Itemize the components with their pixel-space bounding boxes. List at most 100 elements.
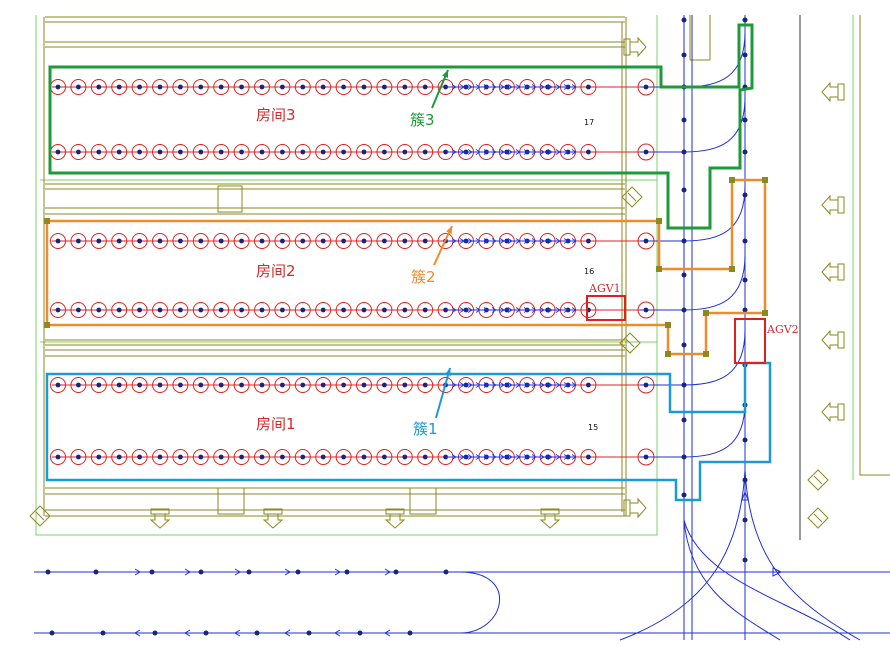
rack-node [178, 149, 183, 155]
road-node [443, 569, 449, 575]
rack-node [320, 84, 326, 90]
rack-node [198, 149, 204, 155]
corner-marker [762, 310, 768, 316]
rack-circle [70, 449, 87, 465]
corner-marker [44, 322, 50, 328]
rack-arrow [451, 84, 457, 90]
rack-circle [111, 79, 128, 95]
rack-node [137, 149, 143, 155]
door-diamond-icon [29, 505, 51, 527]
rack-circle [637, 232, 655, 250]
door-icons [29, 36, 845, 529]
rack-circle [233, 377, 250, 393]
door-arrow-down-icon [149, 508, 171, 529]
cluster-1-arrow [435, 367, 451, 419]
rack-node [116, 454, 122, 460]
rack-node [116, 382, 122, 388]
rack-node [239, 307, 245, 313]
rack-circle [111, 233, 128, 249]
rack-node [280, 454, 285, 460]
direction-arrow [334, 568, 341, 576]
rack-node [300, 307, 306, 313]
room-1-number: 15 [588, 423, 598, 432]
rack-circle [70, 302, 87, 318]
road-node [344, 569, 350, 575]
rack-arrow [531, 382, 537, 388]
corner-marker [665, 351, 671, 357]
merge-curve [683, 96, 746, 153]
rack-circle [356, 449, 372, 465]
rack-arrow [563, 454, 569, 460]
rack-circle [233, 79, 250, 95]
road-node [45, 569, 51, 575]
rack-circle [90, 302, 107, 318]
rack-node [402, 84, 408, 90]
rack-circle [294, 302, 311, 318]
rack-circle [335, 144, 352, 160]
direction-arrow [772, 567, 783, 577]
merge-curve [683, 254, 746, 311]
rack-circle [172, 377, 189, 393]
rack-circle [172, 302, 189, 318]
rack-circle [254, 79, 270, 95]
rack-node [55, 382, 61, 388]
rack-circle [111, 144, 128, 160]
rack-circle [131, 79, 148, 95]
rack-arrow [475, 149, 481, 155]
rack-node [96, 238, 102, 244]
agv1-box[interactable] [586, 295, 626, 321]
rack-node [218, 84, 224, 90]
rack-node [280, 84, 285, 90]
rack-node [382, 84, 387, 90]
rack-arrow [499, 454, 505, 460]
rack-node [280, 382, 285, 388]
rack-node [218, 307, 224, 313]
rack-arrow [483, 454, 489, 460]
rack-circle [213, 144, 230, 160]
rack-arrow [467, 382, 473, 388]
rack-circle [417, 377, 434, 393]
rack-circle [356, 144, 372, 160]
rack-arrow [547, 382, 553, 388]
rack-arrow [507, 149, 513, 155]
rack-node [96, 454, 102, 460]
road-node [357, 630, 363, 636]
corner-marker [729, 177, 735, 183]
rack-circle [192, 79, 209, 95]
u-turn-loop [459, 571, 501, 634]
road-node [149, 569, 155, 575]
rack-node [198, 238, 204, 244]
rack-arrow [507, 307, 513, 313]
path-node [742, 517, 748, 523]
door-arrow-left-icon [821, 194, 845, 216]
rack-node [341, 149, 346, 155]
rack-circle [376, 79, 393, 95]
rack-node [76, 307, 81, 313]
room-2-number: 16 [584, 267, 594, 276]
rack-arrow [459, 454, 465, 460]
agv2-box[interactable] [734, 318, 766, 364]
rack-arrow [491, 84, 497, 90]
rack-circle [50, 377, 66, 393]
rack-node [361, 382, 367, 388]
rack-circle [356, 233, 372, 249]
rack-arrow [563, 307, 569, 313]
road-node [152, 630, 158, 636]
corner-marker [703, 310, 709, 316]
rack-circle [417, 449, 434, 465]
rack-circle [637, 448, 655, 466]
rack-circle [50, 302, 66, 318]
rack-arrow [483, 149, 489, 155]
rack-node [178, 307, 183, 313]
rack-arrow [531, 454, 537, 460]
rack-circle [192, 302, 209, 318]
rack-arrow [539, 307, 545, 313]
cluster-1-outline [45, 361, 772, 502]
rack-circle [274, 144, 291, 160]
direction-arrow [184, 629, 191, 637]
path-node [742, 277, 748, 283]
rack-circle [70, 144, 87, 160]
rack-node [361, 454, 367, 460]
cluster-3-outline [48, 23, 754, 230]
rack-arrow [475, 307, 481, 313]
